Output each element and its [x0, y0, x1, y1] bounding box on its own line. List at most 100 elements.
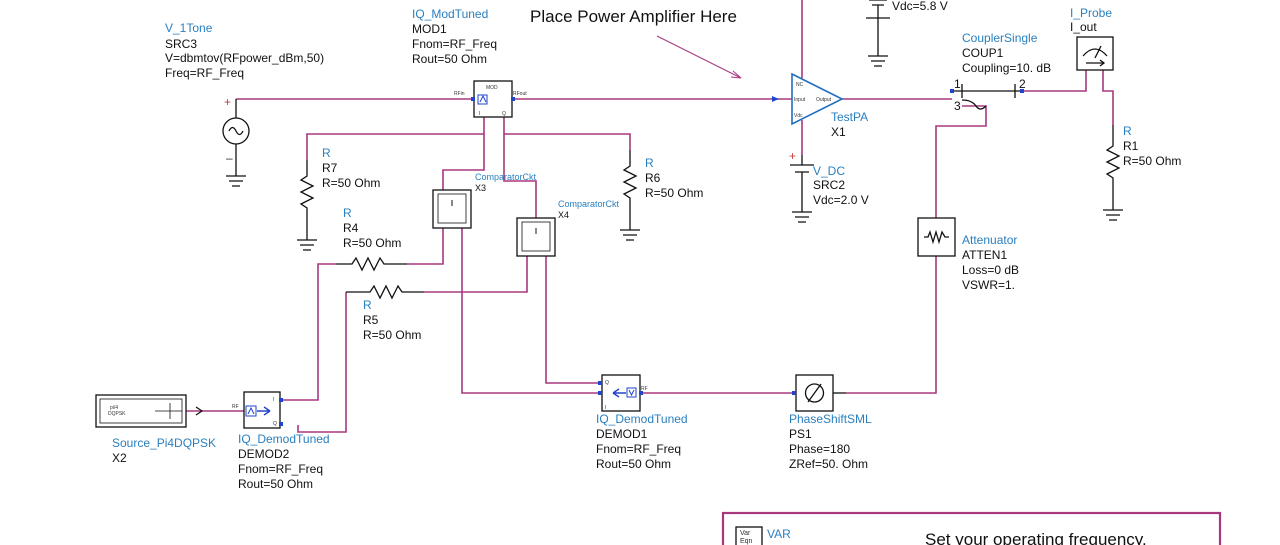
wire-probe-r1	[1102, 70, 1114, 125]
resistor-r6[interactable]	[620, 150, 640, 241]
svg-text:Q: Q	[273, 421, 277, 427]
ground-icon	[792, 211, 812, 223]
ps1-param-zref: ZRef=50. Ohm	[789, 457, 868, 471]
src3-type: V_1Tone	[165, 21, 213, 35]
r6-param: R=50 Ohm	[645, 186, 703, 200]
pi4dqpsk-source[interactable]: pi/4 DQPSK	[95, 394, 204, 428]
svg-text:Var: Var	[740, 530, 751, 537]
var-note: Set your operating frequency.	[925, 530, 1147, 545]
coup1-param-coupling: Coupling=10. dB	[962, 61, 1051, 75]
test-pa[interactable]: NC Input Output Vdc	[772, 72, 844, 126]
resistor-r7[interactable]	[297, 160, 317, 251]
ground-icon	[297, 239, 317, 251]
var-equation-panel[interactable]: Var Eqn	[721, 511, 1222, 545]
r5-param: R=50 Ohm	[363, 328, 421, 342]
coup1-name: COUP1	[962, 46, 1004, 60]
comparator-x3[interactable]	[432, 189, 472, 229]
r7-type: R	[322, 146, 331, 160]
svg-text:RF: RF	[641, 386, 648, 392]
var-eqn-icon	[735, 526, 763, 545]
ground-icon	[226, 175, 246, 187]
svg-text:DQPSK: DQPSK	[108, 411, 126, 417]
mod-box	[473, 80, 513, 118]
note-place-pa: Place Power Amplifier Here	[530, 7, 737, 26]
wire-r5-demod2	[297, 292, 347, 433]
svg-text:–: –	[226, 151, 233, 165]
coupler-single[interactable]: 1 2 3	[950, 77, 1026, 113]
r7-param: R=50 Ohm	[322, 176, 380, 190]
r1-name: R1	[1123, 139, 1139, 153]
wire-x3-demod1	[461, 228, 600, 394]
src3-param-freq: Freq=RF_Freq	[165, 66, 244, 80]
amplifier-triangle-icon	[791, 72, 844, 126]
wire-mod-q-r6	[503, 117, 631, 150]
wire-x4-r5	[424, 256, 528, 293]
atten1-type: Attenuator	[962, 233, 1017, 247]
top-source-vdc: Vdc=5.8 V	[892, 0, 948, 13]
src2-name: SRC2	[813, 178, 845, 192]
x4-name: X4	[558, 210, 569, 220]
svg-text:RFin: RFin	[454, 91, 465, 97]
r1-param: R=50 Ohm	[1123, 154, 1181, 168]
ground-icon	[1103, 209, 1123, 221]
svg-text:I: I	[605, 405, 606, 411]
svg-text:I: I	[479, 111, 480, 117]
svg-text:Vdc: Vdc	[794, 113, 803, 119]
demod1-type: IQ_DemodTuned	[596, 412, 688, 426]
comparator-x4[interactable]	[516, 217, 556, 257]
resistor-r4[interactable]	[336, 256, 407, 272]
ps1-name: PS1	[789, 427, 812, 441]
phase-shifter[interactable]	[792, 374, 846, 412]
demod-box	[601, 374, 641, 412]
resistor-zigzag-icon	[299, 160, 315, 240]
wire-atten-ps	[846, 256, 937, 394]
svg-text:RF: RF	[232, 404, 239, 410]
probe-box	[1076, 36, 1114, 71]
svg-text:2: 2	[1019, 77, 1026, 91]
meter-icon	[1082, 48, 1108, 57]
coup1-type: CouplerSingle	[962, 31, 1038, 45]
x2-name: X2	[112, 451, 127, 465]
x2-type: Source_Pi4DQPSK	[112, 436, 216, 450]
atten1-param-vswr: VSWR=1.	[962, 278, 1015, 292]
attenuator-box	[917, 217, 956, 257]
svg-text:pi/4: pi/4	[110, 405, 118, 411]
svg-text:1: 1	[954, 77, 961, 91]
resistor-zigzag-icon	[336, 256, 407, 272]
demod2-type: IQ_DemodTuned	[238, 432, 330, 446]
src2-type: V_DC	[813, 164, 845, 178]
iq-demodulator-demod2[interactable]: I Q RF	[232, 391, 283, 429]
attenuator[interactable]	[917, 217, 956, 257]
var-panel-border	[721, 511, 1222, 545]
v1tone-source[interactable]: + –	[222, 95, 250, 187]
svg-text:Output: Output	[816, 97, 832, 103]
demod2-param-fnom: Fnom=RF_Freq	[238, 462, 323, 476]
demod1-param-fnom: Fnom=RF_Freq	[596, 442, 681, 456]
src3-param-v: V=dbmtov(RFpower_dBm,50)	[165, 51, 324, 65]
iq-demodulator-demod1[interactable]: Q I RF	[598, 374, 648, 412]
wire-coupler-probe	[1022, 70, 1087, 92]
mod1-param-rout: Rout=50 Ohm	[412, 52, 487, 66]
iout-type: I_Probe	[1070, 6, 1112, 20]
src2-param-vdc: Vdc=2.0 V	[813, 193, 869, 207]
var-type: VAR	[767, 527, 791, 541]
wires	[186, 0, 1114, 433]
demod1-name: DEMOD1	[596, 427, 648, 441]
r4-name: R4	[343, 221, 359, 235]
resistor-r5[interactable]	[346, 284, 424, 300]
mod1-name: MOD1	[412, 22, 447, 36]
mod1-param-fnom: Fnom=RF_Freq	[412, 37, 497, 51]
src3-name: SRC3	[165, 37, 197, 51]
ground-icon	[620, 229, 640, 241]
ground-icon	[868, 55, 888, 67]
vdc-source-src2[interactable]: +	[789, 149, 814, 223]
resistor-r1[interactable]	[1103, 125, 1123, 221]
iq-modulator[interactable]: MOD RFin RFout I Q	[454, 80, 527, 118]
top-dc-source[interactable]	[866, 0, 890, 67]
svg-text:+: +	[789, 149, 796, 163]
atten1-name: ATTEN1	[962, 248, 1007, 262]
wire-x4-demod1	[545, 256, 600, 384]
current-probe[interactable]	[1076, 36, 1114, 71]
x3-name: X3	[475, 183, 486, 193]
wire-mod-x4	[503, 134, 537, 218]
